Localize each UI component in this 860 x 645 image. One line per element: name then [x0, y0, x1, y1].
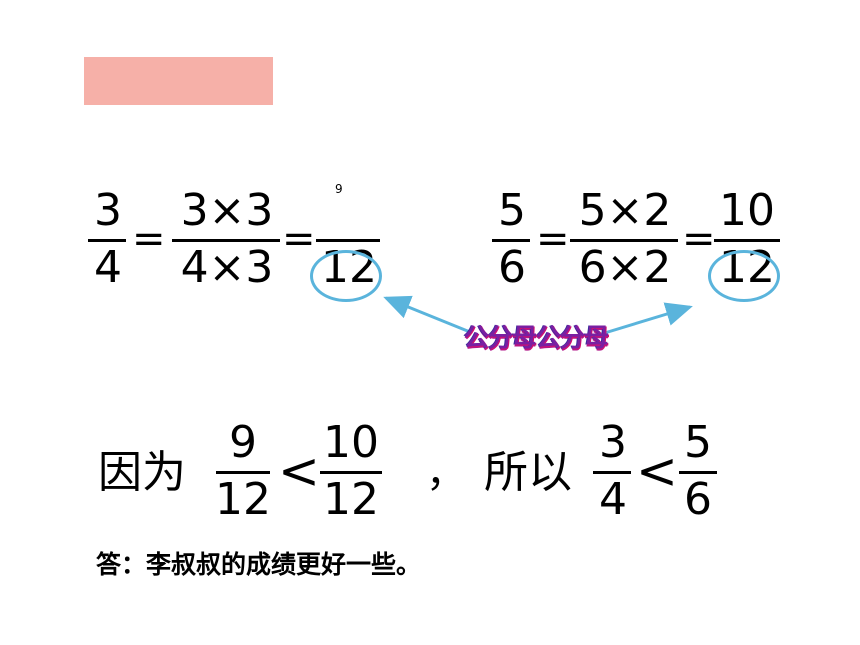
arrow-left: [383, 295, 471, 334]
concl-frac-a-den: 12: [215, 474, 271, 525]
right-eq-sign-2: =: [682, 216, 716, 262]
left-frac2-num: 3×3: [180, 185, 274, 236]
concl-frac-d-den: 6: [684, 474, 712, 525]
arrow-right: [597, 302, 693, 337]
left-frac2-bar: [172, 239, 280, 242]
left-frac3-num-hint: 9: [335, 182, 343, 196]
answer-text: 答：李叔叔的成绩更好一些。: [96, 550, 422, 579]
right-frac2-bar: [570, 239, 678, 242]
concl-frac-d-num: 5: [684, 417, 712, 468]
right-frac3-bar: [714, 239, 780, 242]
concl-frac-b-den: 12: [323, 474, 379, 525]
common-denominator-circle-left: [310, 250, 382, 302]
concl-frac-d-bar: [679, 471, 717, 474]
concl-frac-a-num: 9: [229, 417, 257, 468]
right-frac1-den: 6: [498, 242, 526, 293]
left-frac1-den: 4: [94, 242, 122, 293]
concl-frac-c-num: 3: [599, 417, 627, 468]
left-eq-sign-2: =: [282, 216, 316, 262]
less-than-1: <: [278, 442, 320, 500]
concl-frac-a-bar: [216, 471, 270, 474]
so-text: 所以: [484, 447, 572, 498]
concl-frac-c-bar: [593, 471, 631, 474]
common-denominator-circle-right: [708, 250, 780, 302]
left-frac1-bar: [88, 239, 126, 242]
concl-frac-b-bar: [320, 471, 382, 474]
right-eq-sign-1: =: [536, 216, 570, 262]
right-frac1-bar: [492, 239, 530, 242]
concl-frac-b-num: 10: [323, 417, 379, 468]
right-frac2-num: 5×2: [578, 185, 672, 236]
title-bar: [84, 57, 273, 105]
because-text: 因为: [98, 447, 186, 498]
left-frac3-bar: [316, 239, 380, 242]
common-denominator-label: 公分母公分母: [464, 323, 609, 352]
left-eq-sign-1: =: [132, 216, 166, 262]
less-than-2: <: [636, 442, 678, 500]
left-frac1-num: 3: [94, 185, 122, 236]
right-frac2-den: 6×2: [578, 242, 672, 293]
right-frac3-num: 10: [719, 185, 775, 236]
left-frac2-den: 4×3: [180, 242, 274, 293]
right-frac1-num: 5: [498, 185, 526, 236]
comma: ，: [426, 450, 466, 496]
concl-frac-c-den: 4: [599, 474, 627, 525]
